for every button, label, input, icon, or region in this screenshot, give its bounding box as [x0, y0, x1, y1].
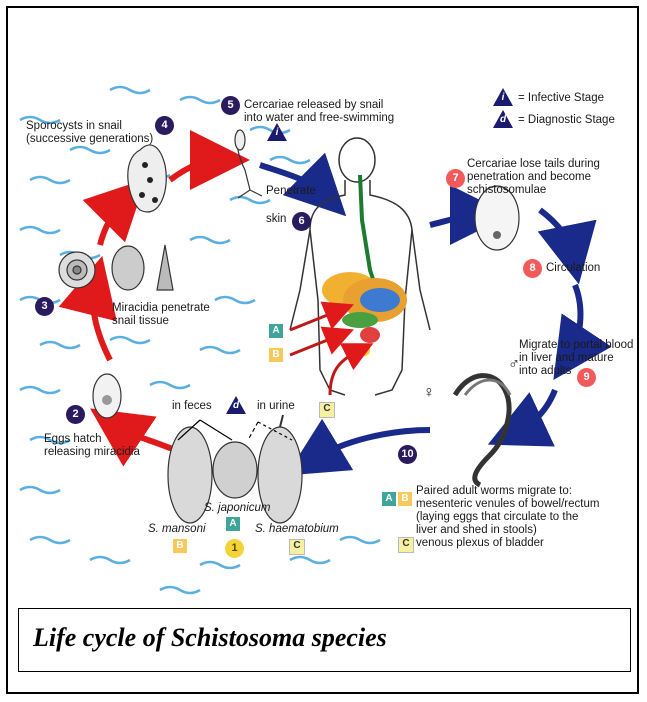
tag-c-egg: C — [289, 539, 305, 555]
step-5-badge: 5 — [221, 96, 240, 115]
snails — [58, 244, 174, 291]
cercaria — [234, 129, 263, 199]
in-feces-label: in feces — [172, 400, 212, 412]
step-1-badge: 1 — [225, 539, 244, 558]
lose-tails-label-3: schistosomulae — [467, 184, 547, 196]
step-6-badge: 6 — [292, 212, 311, 231]
tag-c-legend: C — [398, 537, 414, 553]
step-8-badge: 8 — [523, 259, 542, 278]
schistosomulum — [474, 185, 520, 251]
egg-source-lines — [177, 419, 293, 441]
female-symbol: ♀ — [423, 384, 435, 401]
red-cycle-arrows — [58, 130, 250, 467]
male-symbol: ♂ — [508, 356, 520, 373]
cercariae-released-label-1: Cercariae released by snail — [244, 99, 384, 111]
eggs-hatch-label-1: Eggs hatch — [44, 433, 102, 445]
paired-worms-label-4: liver and shed in stools) — [416, 524, 537, 536]
blue-cycle-arrows — [259, 152, 612, 476]
step-9-badge: 9 — [577, 368, 596, 387]
lose-tails-label-2: penetration and become — [467, 171, 592, 183]
adult-worms — [452, 373, 512, 488]
step-7-badge: 7 — [446, 169, 465, 188]
s-japonicum-label: S. japonicum — [204, 502, 271, 514]
paired-worms-label-5: venous plexus of bladder — [416, 537, 544, 549]
in-urine-label: in urine — [257, 400, 295, 412]
diagram-frame — [6, 6, 639, 694]
miracidia-label-1: Miracidia penetrate — [112, 302, 210, 314]
tag-c-body: C — [319, 402, 335, 418]
paired-worms-label-2: mesenteric venules of bowel/rectum — [416, 498, 600, 510]
diagnostic-marker: d — [226, 396, 246, 414]
sporocyst — [127, 144, 167, 213]
miracidia-label-2: snail tissue — [112, 315, 169, 327]
migrate-label-1: Migrate to portal blood — [519, 339, 634, 351]
migrate-label-3: into adults — [519, 365, 572, 377]
s-haematobium-label: S. haematobium — [255, 523, 339, 535]
s-mansoni-label: S. mansoni — [148, 523, 206, 535]
infective-marker: i — [267, 123, 287, 141]
step-3-badge: 3 — [35, 297, 54, 316]
circulation-label: Circulation — [546, 262, 601, 274]
human-body — [289, 137, 431, 396]
tag-a-legend: A — [382, 492, 396, 506]
legend-diagnostic-label: = Diagnostic Stage — [518, 114, 615, 126]
penetrate-label-1: Penetrate — [266, 185, 316, 197]
tag-a-body: A — [269, 324, 283, 338]
cercariae-released-label-2: into water and free-swimming — [244, 112, 395, 124]
penetrate-label-2: skin — [266, 213, 287, 225]
migrate-label-2: in liver and mature — [519, 352, 614, 364]
sporocysts-label-2: (successive generations) — [26, 133, 154, 145]
tag-a-egg: A — [226, 517, 240, 531]
figure-caption: Life cycle of Schistosoma species — [33, 623, 387, 652]
body-entry-arrows — [289, 301, 374, 396]
paired-worms-label-1: Paired adult worms migrate to: — [416, 485, 572, 497]
eggs-hatch-label-2: releasing miracidia — [44, 446, 140, 458]
tag-b-egg: B — [173, 539, 187, 553]
step-10-badge: 10 — [398, 445, 417, 464]
lose-tails-label-1: Cercariae lose tails during — [467, 158, 600, 170]
step-4-badge: 4 — [155, 116, 174, 135]
paired-worms-label-3: (laying eggs that circulate to the — [416, 511, 579, 523]
step-2-badge: 2 — [66, 405, 85, 424]
diagnostic-stage-icon: d — [493, 110, 513, 128]
parasite-eggs — [167, 414, 303, 524]
caption-box: Life cycle of Schistosoma species — [18, 608, 631, 672]
infective-stage-icon: i — [493, 88, 513, 106]
legend-infective-label: = Infective Stage — [518, 92, 604, 104]
miracidium — [92, 373, 122, 419]
digestive-system — [322, 174, 407, 356]
tag-b-body: B — [269, 348, 283, 362]
tag-b-legend: B — [398, 492, 412, 506]
sporocysts-label-1: Sporocysts in snail — [26, 120, 122, 132]
